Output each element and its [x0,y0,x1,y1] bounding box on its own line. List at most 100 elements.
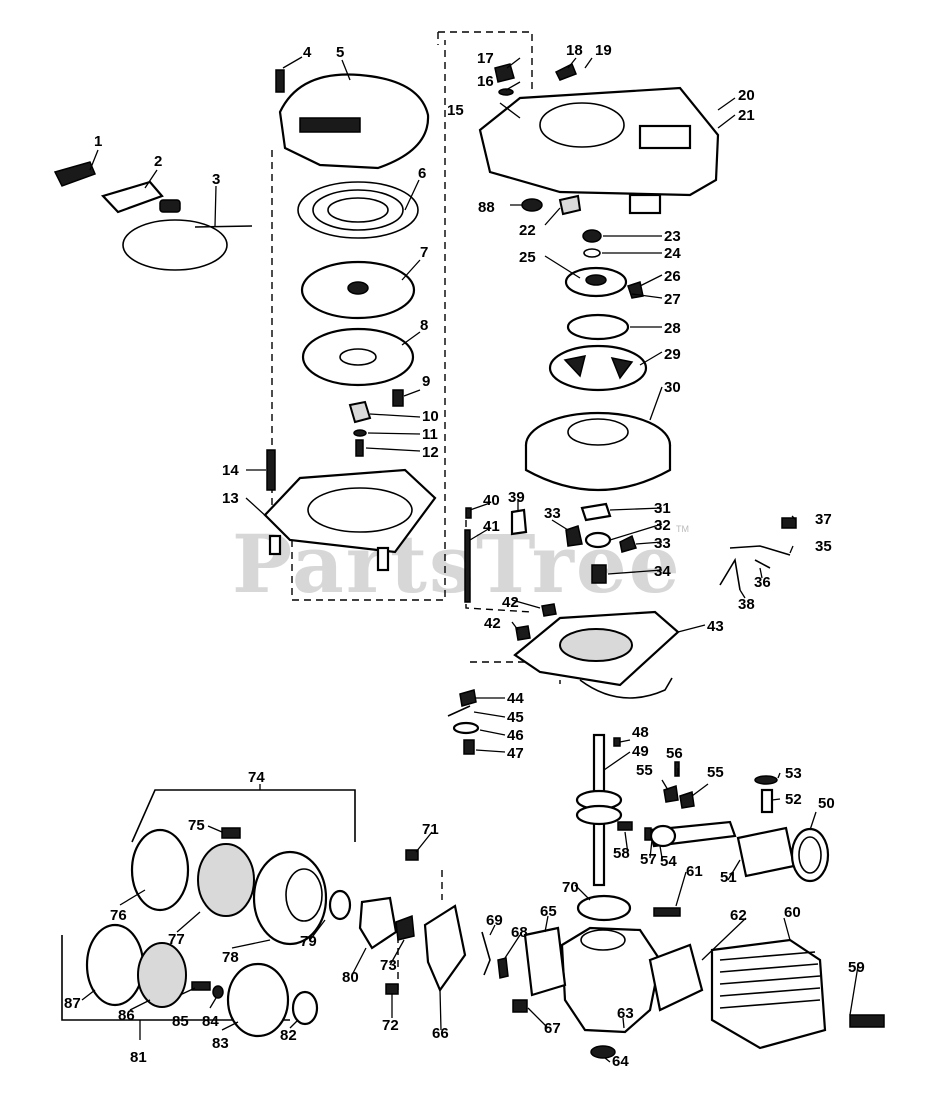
part-70-gasket [576,894,632,922]
part-66-intake [423,904,467,993]
callout-87: 87 [64,995,81,1012]
callout-9: 9 [422,373,430,390]
callout-58: 58 [613,845,630,862]
part-67-plug [512,999,528,1013]
callout-42b: 42 [484,615,501,632]
part-85-screw [191,981,211,991]
callout-55a: 55 [636,762,653,779]
part-78-housing [252,850,328,946]
callout-48: 48 [632,724,649,741]
callout-86: 86 [118,1007,135,1024]
part-15-shroud [478,86,720,197]
callout-30: 30 [664,379,681,396]
callout-83: 83 [212,1035,229,1052]
callout-21: 21 [738,107,755,124]
callout-24: 24 [664,245,681,262]
part-40-pin [465,507,472,519]
callout-69: 69 [486,912,503,929]
callout-26: 26 [664,268,681,285]
callout-57: 57 [640,851,657,868]
part-69-spring [481,931,491,976]
part-88-nut [521,198,543,212]
powerhead-parts [61,733,885,1059]
part-11-washer [353,429,367,437]
bracket-81 [61,935,290,1021]
callout-14: 14 [222,462,239,479]
part-33b-clip [619,534,637,553]
callout-29: 29 [664,346,681,363]
callout-56: 56 [666,745,683,762]
callout-52: 52 [785,791,802,808]
callout-77: 77 [168,931,185,948]
part-2-handle [100,180,164,214]
part-10-nut [348,400,372,424]
part-55a-bearing [663,785,679,803]
callout-23: 23 [664,228,681,245]
callout-27: 27 [664,291,681,308]
callout-82: 82 [280,1027,297,1044]
part-2-insert [159,199,181,213]
part-59-spark-plug [849,1014,885,1028]
callout-35: 35 [815,538,832,555]
callout-47: 47 [507,745,524,762]
starter-parts [53,69,437,572]
callout-80: 80 [342,969,359,986]
part-72-screw [385,983,399,995]
part-77-filter [197,843,255,917]
callout-46: 46 [507,727,524,744]
part-58-screw [617,821,633,831]
callout-76: 76 [110,907,127,924]
part-3-rope [122,219,228,271]
part-38-lead [719,557,771,591]
flywheel-parts [478,62,797,591]
callout-70: 70 [562,879,579,896]
part-35-wire [729,545,791,556]
part-75-screw [221,827,241,839]
bracket-74 [131,789,356,843]
callout-45: 45 [507,709,524,726]
callout-67: 67 [544,1020,561,1037]
callout-79: 79 [300,933,317,950]
callout-6: 6 [418,165,426,182]
part-71-screw [405,849,419,861]
callout-31: 31 [654,500,671,517]
callout-54: 54 [660,853,677,870]
callout-68: 68 [511,924,528,941]
callout-32: 32 [654,517,671,534]
part-33a-clip [565,525,583,547]
callout-7: 7 [420,244,428,261]
part-12-pin [355,439,364,457]
part-57-washer [644,827,652,841]
callout-33b: 33 [654,535,671,552]
callout-20: 20 [738,87,755,104]
callout-39: 39 [508,489,525,506]
part-34-spring [591,564,607,584]
callout-85: 85 [172,1013,189,1030]
callout-labels: 1 2 3 4 5 6 7 8 9 10 11 12 13 14 15 16 1… [64,42,865,1070]
part-45-spring [447,705,471,717]
callout-66: 66 [432,1025,449,1042]
callout-71: 71 [422,821,439,838]
part-42b-key [515,625,531,641]
part-56-pin [674,761,680,777]
callout-42a: 42 [502,594,519,611]
callout-2: 2 [154,153,162,170]
callout-22: 22 [519,222,536,239]
part-53-clip [754,775,778,785]
part-87-cover [85,923,145,1007]
callout-49: 49 [632,743,649,760]
callout-43: 43 [707,618,724,635]
callout-12: 12 [422,444,439,461]
part-23-nut [582,229,602,243]
callout-72: 72 [382,1017,399,1034]
part-51-piston [736,826,796,878]
part-6-spring [297,181,419,239]
callout-75: 75 [188,817,205,834]
part-76-cover [130,828,190,912]
callout-11: 11 [422,426,438,443]
part-29-screen [548,344,648,392]
callout-1: 1 [94,133,102,150]
callout-40: 40 [483,492,500,509]
part-47-screw [463,739,475,755]
